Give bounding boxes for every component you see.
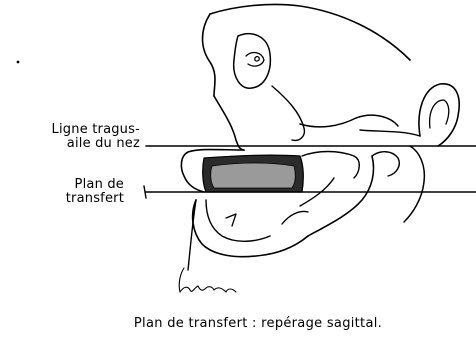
ear-outline: [419, 84, 459, 146]
ramus-outline: [308, 156, 374, 236]
label-transfer-plane-1: Plan de: [66, 178, 124, 192]
mandible-inner: [206, 200, 270, 241]
condyle-outline: [372, 152, 399, 176]
mandible-outline: [193, 200, 308, 257]
orbit-spot: [255, 57, 259, 62]
label-transfer-plane-2: transfert: [66, 192, 124, 206]
figure-caption: Plan de transfert : repérage sagittal.: [0, 316, 476, 331]
transfer-plane-tick: [144, 186, 146, 198]
label-tragus-line-2: aile du nez: [52, 137, 140, 151]
zygoma-outline: [300, 115, 398, 127]
mandible-notch: [282, 212, 308, 225]
ink-dot: [17, 61, 20, 64]
posterior-maxilla: [302, 152, 359, 179]
chin-tick: [188, 200, 196, 270]
ear-inner: [430, 100, 449, 128]
label-tragus-line-1: Ligne tragus-: [52, 123, 140, 137]
nasal-aperture: [272, 86, 304, 140]
label-transfer-plane: Plan de transfert: [66, 178, 124, 206]
orbit-outline: [234, 34, 271, 88]
zygomatic-arch: [360, 130, 420, 136]
artist-signature: [180, 286, 236, 292]
mandible-body-mark: [226, 214, 236, 226]
label-tragus-line: Ligne tragus- aile du nez: [52, 123, 140, 151]
cranium-outline: [210, 4, 410, 60]
nasal-outline: [214, 96, 244, 150]
mastoid-outline: [404, 146, 424, 222]
forehead-outline: [203, 14, 216, 96]
bite-registration: [211, 163, 296, 188]
